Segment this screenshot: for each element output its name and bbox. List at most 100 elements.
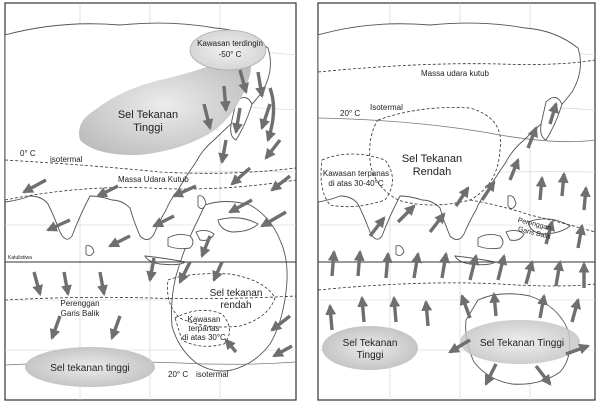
left-wind-arrow <box>49 315 62 341</box>
left-wind-arrow <box>22 178 47 194</box>
left-wind-arrow <box>270 314 292 332</box>
right-low-cell-label-2: Rendah <box>413 166 452 178</box>
right-high-cell-right <box>460 320 580 364</box>
left-wind-arrow <box>238 69 249 95</box>
right-wind-arrow <box>396 204 416 224</box>
right-wind-arrow <box>428 212 446 234</box>
right-wind-arrow <box>448 338 471 354</box>
left-hottest-label-3: di atas 30°C <box>182 333 226 342</box>
left-coldest-label-2: -50° C <box>219 50 242 59</box>
right-wind-arrow <box>535 175 547 201</box>
left-wind-arrow <box>172 184 197 198</box>
right-philippines <box>507 195 517 209</box>
left-polar-airmass-label: Massa Udara Kutub <box>118 175 189 184</box>
left-borneo <box>167 233 194 250</box>
left-wind-arrow <box>152 214 175 228</box>
right-wind-arrow <box>579 185 591 211</box>
left-polar-airmass-line <box>5 179 296 201</box>
right-isotherm-20-temp: 20° C <box>340 109 360 118</box>
left-low-cell-outline <box>167 273 276 328</box>
left-wind-arrow <box>97 271 108 297</box>
left-wind-arrow <box>270 174 292 192</box>
right-polar-airmass-line <box>318 59 595 73</box>
left-wind-arrow <box>219 85 231 113</box>
left-wind-arrows <box>22 69 293 358</box>
left-wind-arrow <box>212 261 224 282</box>
left-wind-arrow <box>200 235 212 259</box>
right-high-cell-left-label-2: Tinggi <box>357 350 384 361</box>
right-wind-arrow <box>421 299 433 327</box>
left-wind-arrow <box>146 257 157 283</box>
right-wind-arrow <box>389 295 401 323</box>
right-wind-arrow <box>459 293 472 319</box>
right-wind-arrow <box>534 364 552 386</box>
right-srilanka <box>395 245 405 257</box>
left-wind-arrow <box>46 218 71 232</box>
right-wind-arrow <box>544 219 555 245</box>
right-wind-arrow <box>484 363 498 386</box>
left-wind-arrow <box>230 166 252 186</box>
left-new-guinea <box>217 217 259 233</box>
left-wind-arrow <box>259 103 272 131</box>
left-srilanka <box>85 245 95 257</box>
left-wind-arrow <box>218 139 229 165</box>
left-panel: Kawasan terdingin -50° C Sel Tekanan Tin… <box>4 2 297 401</box>
left-wind-arrow <box>108 234 131 248</box>
right-wind-arrow <box>325 303 337 331</box>
right-wind-arrows <box>325 101 591 386</box>
left-wind-arrow <box>264 138 282 160</box>
right-wind-arrow <box>496 253 508 281</box>
left-coldest-label-1: Kawasan terdingin <box>197 39 263 48</box>
left-philippines <box>197 195 207 209</box>
left-hottest-outline <box>174 309 230 347</box>
left-southern-high-cell <box>25 347 155 387</box>
right-high-cell-left-label-1: Sel Tekanan <box>343 338 398 349</box>
right-wind-arrow <box>570 297 581 323</box>
right-hottest-outline <box>320 153 393 208</box>
left-wind-arrow <box>224 338 238 354</box>
right-wind-arrow <box>439 251 450 279</box>
right-wind-arrow <box>353 249 365 277</box>
right-wind-arrow <box>368 216 386 238</box>
right-hottest-label-1: Kawasan terpanas <box>323 169 389 178</box>
right-wind-arrow <box>468 253 480 281</box>
right-wind-arrow <box>548 101 559 125</box>
left-wind-arrow <box>61 271 72 297</box>
left-low-cell-label-1: Sel tekanan <box>210 288 263 299</box>
left-wind-arrow <box>228 198 253 214</box>
right-wind-arrow <box>565 343 591 356</box>
left-wind-arrow <box>178 261 192 284</box>
left-high-cell-label-1: Sel Tekanan <box>118 109 178 121</box>
left-wind-arrow <box>202 103 214 131</box>
right-wind-arrow <box>480 180 496 201</box>
left-wind-arrow <box>260 210 287 228</box>
left-isotherm-0-word: isotermal <box>50 155 83 164</box>
right-isotherm-20-line <box>318 117 595 143</box>
right-wind-arrow <box>557 171 569 197</box>
right-wind-arrow <box>454 186 470 207</box>
left-wind-arrow <box>96 184 119 198</box>
left-high-cell-label-2: Tinggi <box>133 122 163 134</box>
left-tropic-line <box>5 295 296 301</box>
right-panel: Massa udara kutub 20° C Isotermal Sel Te… <box>317 2 596 401</box>
right-polar-airmass-label: Massa udara kutub <box>421 69 490 78</box>
right-hottest-label-2: di atas 30-40°C <box>328 179 383 188</box>
right-low-cell-label-1: Sel Tekanan <box>402 153 462 165</box>
right-wind-arrow <box>381 251 393 279</box>
left-southern-high-label: Sel tekanan tinggi <box>50 363 130 374</box>
left-equator-label: Katulistiwa <box>8 255 32 261</box>
right-wind-arrow <box>537 293 548 319</box>
right-southern-line <box>318 282 595 291</box>
right-dashed-lines <box>318 59 595 291</box>
right-wind-arrow <box>489 291 501 317</box>
left-hottest-label-2: terpanas <box>188 324 219 333</box>
right-wind-arrow <box>327 249 339 277</box>
left-isotherm-0-temp: 0° C <box>20 149 36 158</box>
right-wind-arrow <box>524 259 535 285</box>
left-hottest-label-1: Kawasan <box>188 315 221 324</box>
left-tropic-label-1: Perenggan <box>60 299 99 308</box>
right-wind-arrow <box>508 157 520 181</box>
right-wind-arrow <box>553 259 564 287</box>
